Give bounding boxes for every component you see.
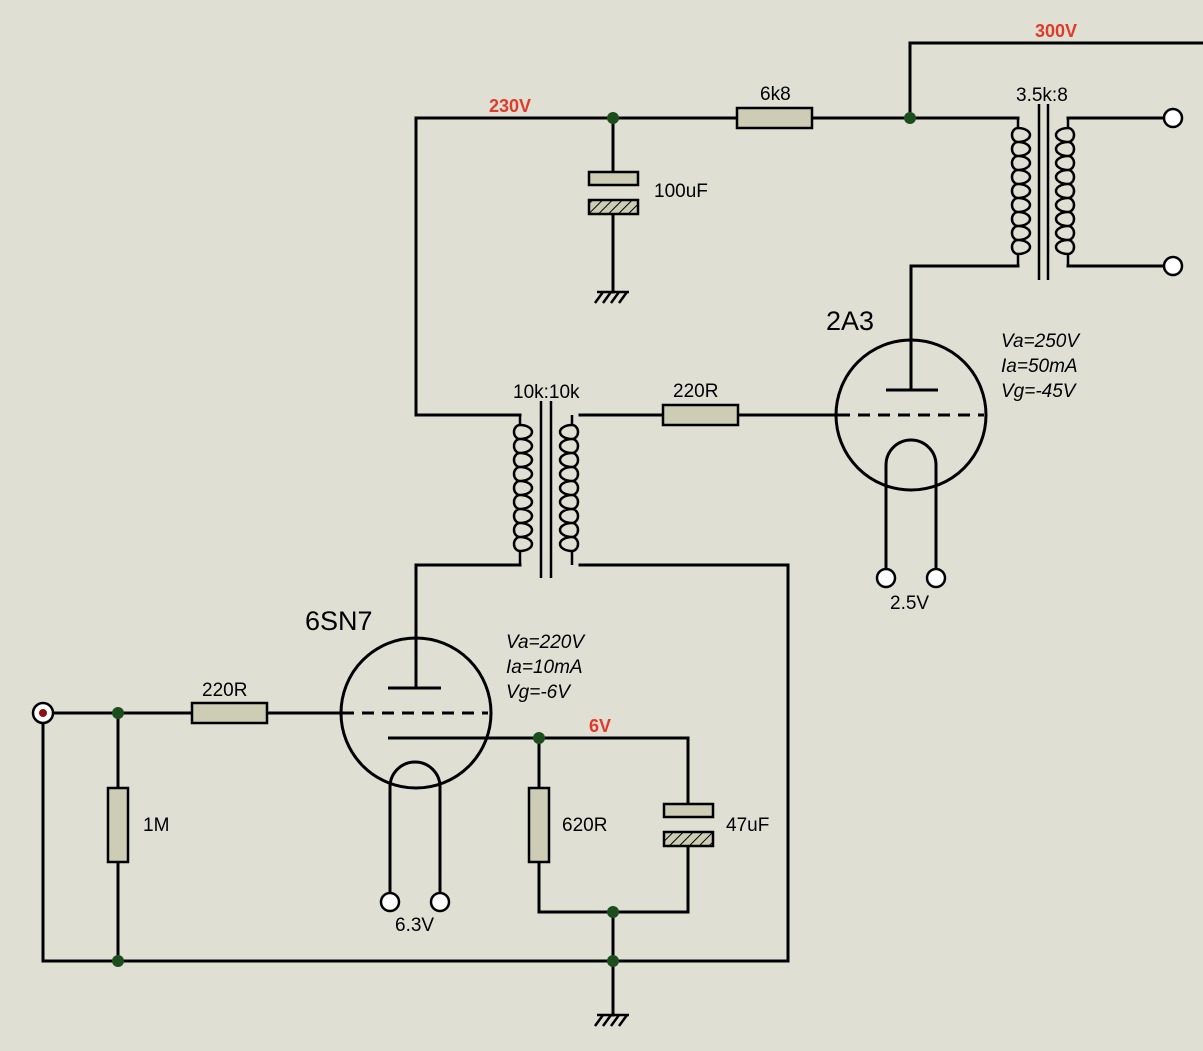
tube-6sn7-ia: Ia=10mA <box>506 657 583 678</box>
output-transformer-label: 3.5k:8 <box>1016 85 1068 106</box>
heater-terminal <box>925 567 947 589</box>
interstage-transformer-label: 10k:10k <box>513 382 580 403</box>
junction-dot <box>607 955 619 967</box>
input-terminal <box>31 701 55 725</box>
resistor-620r <box>527 786 551 864</box>
heater-terminal <box>429 891 451 913</box>
ground-symbol <box>593 290 629 304</box>
rail-6v-label: 6V <box>589 716 611 736</box>
tube-2a3 <box>834 338 988 578</box>
tube-2a3-vg: Vg=-45V <box>1001 381 1078 402</box>
rail-230v-label: 230V <box>489 96 531 116</box>
resistor-6k8-label: 6k8 <box>760 84 791 105</box>
interstage-transformer <box>512 401 580 578</box>
speaker-output-terminal <box>1162 255 1184 277</box>
capacitor-47uf-label: 47uF <box>726 815 769 836</box>
capacitor-100uf <box>587 170 640 216</box>
ground-symbol <box>593 1013 629 1027</box>
resistor-220r-input-grid <box>190 701 269 725</box>
tube-6sn7-va: Va=220V <box>506 632 586 653</box>
tube-2a3-heater-label: 2.5V <box>890 593 929 614</box>
junction-dot <box>904 112 916 124</box>
capacitor-100uf-label: 100uF <box>654 181 708 202</box>
tube-2a3-va: Va=250V <box>1001 331 1081 352</box>
speaker-output-terminal <box>1162 107 1184 129</box>
junction-dot <box>112 707 124 719</box>
resistor-1m-label: 1M <box>143 815 169 836</box>
tube-2a3-label: 2A3 <box>826 306 874 336</box>
junction-dots <box>112 112 916 967</box>
junction-dot <box>112 955 124 967</box>
heater-terminal <box>875 567 897 589</box>
resistor-1m <box>106 786 130 864</box>
resistor-620r-label: 620R <box>562 815 607 836</box>
junction-dot <box>607 906 619 918</box>
tube-6sn7 <box>339 636 493 902</box>
tube-2a3-ia: Ia=50mA <box>1001 356 1078 377</box>
tube-6sn7-vg: Vg=-6V <box>506 682 572 703</box>
tube-6sn7-heater-label: 6.3V <box>395 915 434 936</box>
resistor-220r-power-label: 220R <box>673 381 718 402</box>
junction-dot <box>607 112 619 124</box>
junction-dot <box>533 732 545 744</box>
capacitor-47uf <box>662 802 715 848</box>
resistor-6k8 <box>735 106 814 130</box>
rail-300v-label: 300V <box>1035 21 1077 41</box>
tube-6sn7-label: 6SN7 <box>305 606 373 636</box>
heater-terminal <box>379 891 401 913</box>
resistor-220r-input-label: 220R <box>202 680 247 701</box>
output-transformer <box>1010 104 1076 280</box>
resistor-220r-power-grid <box>661 403 740 427</box>
